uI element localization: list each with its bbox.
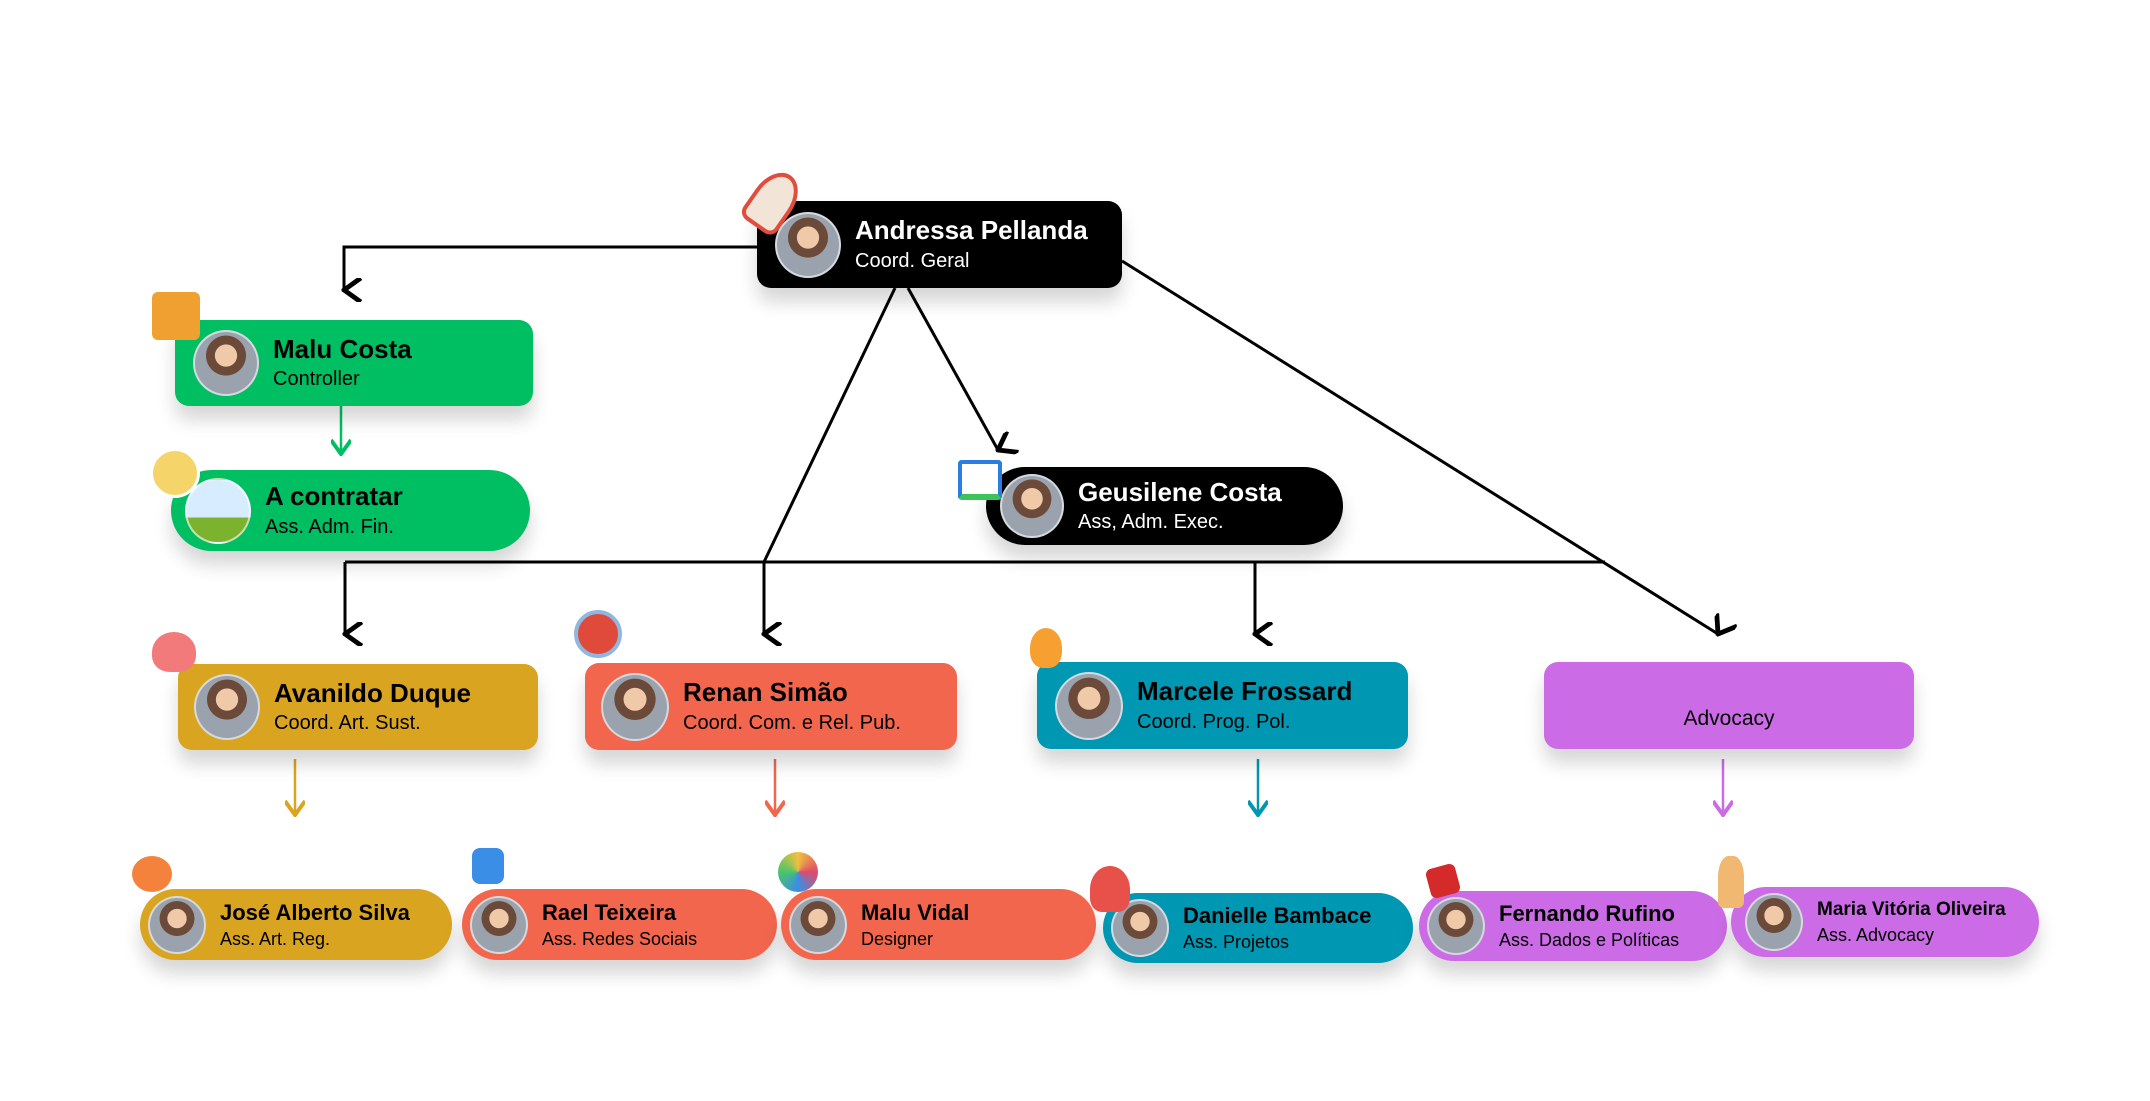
node-role: Coord. Art. Sust. bbox=[274, 712, 421, 735]
node-role: Ass. Projetos bbox=[1183, 932, 1290, 953]
node-name: Malu Vidal bbox=[861, 899, 970, 925]
house-icon bbox=[958, 460, 1002, 500]
node-role: Coord. Prog. Pol. bbox=[1137, 710, 1291, 733]
avatar bbox=[1055, 671, 1123, 740]
node-name: Geusilene Costa bbox=[1078, 476, 1282, 507]
avatar bbox=[789, 895, 847, 954]
node-role: Ass, Adm. Exec. bbox=[1078, 511, 1224, 534]
avatar bbox=[193, 330, 259, 396]
node-name: Malu Costa bbox=[273, 333, 412, 364]
node-name: Maria Vitória Oliveira bbox=[1817, 898, 2006, 920]
node-name: Renan Simão bbox=[683, 677, 848, 708]
paint-palette-icon bbox=[778, 852, 818, 892]
avatar bbox=[1000, 474, 1064, 538]
node-name: Avanildo Duque bbox=[274, 677, 471, 708]
node-role: Ass. Redes Sociais bbox=[542, 928, 698, 949]
node-name: José Alberto Silva bbox=[220, 899, 410, 925]
node-role: Advocacy bbox=[1683, 706, 1775, 730]
heart-hug-icon bbox=[152, 632, 196, 672]
avatar bbox=[1745, 893, 1803, 951]
megaphone-icon bbox=[574, 610, 622, 658]
node-name: A contratar bbox=[265, 481, 403, 512]
avatar bbox=[470, 895, 528, 954]
line-to-bus bbox=[762, 287, 897, 563]
line-to-advocacy bbox=[1121, 259, 1718, 634]
node-role: Ass. Dados e Políticas bbox=[1499, 930, 1680, 951]
chess-knight-icon bbox=[1718, 856, 1744, 908]
avatar bbox=[194, 674, 260, 740]
node-role: Ass. Adm. Fin. bbox=[265, 515, 394, 538]
node-role: Ass. Advocacy bbox=[1817, 924, 1935, 945]
chat-bubbles-icon bbox=[132, 856, 172, 892]
node-role: Coord. Com. e Rel. Pub. bbox=[683, 711, 901, 734]
line-to-malu-costa bbox=[344, 245, 757, 290]
octopus-icon bbox=[1090, 866, 1130, 912]
node-name: Marcele Frossard bbox=[1137, 676, 1353, 707]
thumbs-up-icon bbox=[472, 848, 504, 884]
safe-icon bbox=[152, 292, 200, 340]
avatar bbox=[601, 672, 669, 741]
avatar-placeholder bbox=[185, 477, 251, 544]
avatar bbox=[775, 211, 841, 278]
node-name: Rael Teixeira bbox=[542, 899, 677, 925]
line-to-geusilene bbox=[906, 287, 998, 450]
node-role: Ass. Art. Reg. bbox=[220, 928, 331, 949]
node-role: Designer bbox=[861, 928, 934, 949]
node-advocacy[interactable]: Advocacy bbox=[1544, 662, 1914, 749]
finance-icon bbox=[150, 448, 200, 498]
node-role: Controller bbox=[273, 368, 360, 391]
avatar bbox=[1427, 897, 1485, 955]
node-name: Fernando Rufino bbox=[1499, 901, 1675, 926]
avatar bbox=[148, 895, 206, 954]
node-name: Andressa Pellanda bbox=[855, 215, 1088, 246]
lightbulb-icon bbox=[1030, 628, 1062, 668]
node-role: Coord. Geral bbox=[855, 249, 970, 272]
node-name: Danielle Bambace bbox=[1183, 903, 1372, 928]
